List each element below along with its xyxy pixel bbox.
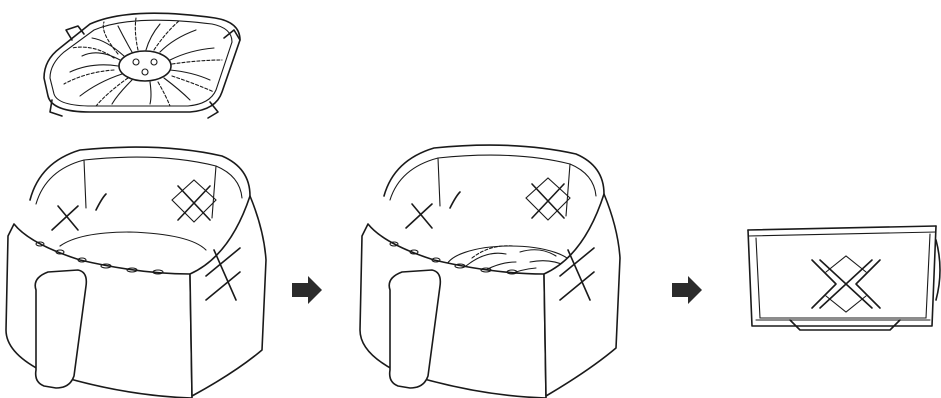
basket-with-plate — [360, 145, 620, 398]
basket-side-view — [748, 226, 940, 330]
arrow-right-icon — [672, 276, 702, 304]
arrow-right-icon — [292, 276, 322, 304]
basket-empty — [6, 147, 266, 398]
crisper-plate — [44, 13, 240, 118]
